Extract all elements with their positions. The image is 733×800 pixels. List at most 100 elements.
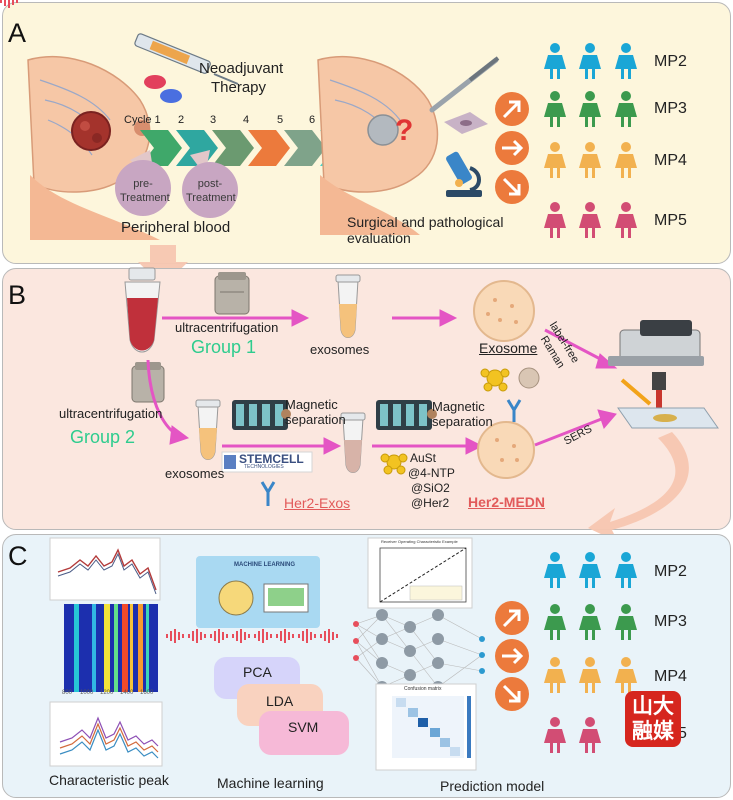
mp4-label-a: MP4 bbox=[654, 152, 687, 169]
machine-learning-label: Machine learning bbox=[217, 775, 324, 791]
stemcell-logo bbox=[221, 451, 313, 473]
stemcell-subtext: TECHNOLOGIES bbox=[244, 464, 284, 470]
cycle-label-1: Cycle 1 bbox=[124, 114, 161, 126]
magnetic-label-1: Magnetic bbox=[285, 397, 338, 412]
her2-exos-label: Her2-Exos bbox=[284, 495, 351, 511]
blood-drop-post bbox=[182, 150, 238, 218]
pca-label: PCA bbox=[243, 664, 272, 680]
logo-line-2: 融媒 bbox=[632, 719, 674, 743]
prediction-model-label: Prediction model bbox=[440, 778, 545, 794]
separation-label-2: separation bbox=[432, 414, 493, 429]
lda-label: LDA bbox=[266, 693, 294, 709]
neural-network-diagram bbox=[353, 609, 485, 693]
syringe-icon bbox=[134, 33, 239, 85]
therapy-label-1: Neoadjuvant bbox=[199, 60, 284, 77]
people-mp3-c bbox=[544, 604, 637, 640]
sio2-label: @SiO2 bbox=[411, 481, 450, 495]
machine-learning-banner bbox=[196, 556, 320, 628]
heat-tick-4: 1400 bbox=[120, 690, 134, 696]
post-treatment-label-1: post- bbox=[197, 178, 223, 190]
her2-tube-icon bbox=[340, 412, 366, 473]
cycle-label-3: 3 bbox=[210, 114, 217, 126]
stemcell-text: STEMCELL bbox=[239, 452, 304, 466]
nanostar-probe-icon bbox=[480, 367, 540, 392]
magnet-rack-icon-1 bbox=[232, 400, 291, 430]
exosome-tube-icon-2 bbox=[195, 399, 221, 460]
heat-tick-2: 1000 bbox=[80, 690, 94, 696]
mp5-label-a: MP5 bbox=[654, 212, 687, 229]
signal-waveform bbox=[0, 0, 338, 643]
heat-tick-1: 800 bbox=[62, 690, 73, 696]
mp4-label-c: MP4 bbox=[654, 668, 687, 685]
svg-text:?: ? bbox=[395, 114, 413, 147]
exosomes-label-1: exosomes bbox=[310, 342, 370, 357]
mp2-label-c: MP2 bbox=[654, 563, 687, 580]
curve-arrow-b-to-c bbox=[588, 432, 689, 542]
exosome-particle-2 bbox=[477, 421, 535, 479]
exosome-title: Exosome bbox=[479, 340, 538, 356]
peripheral-blood-label: Peripheral blood bbox=[121, 219, 231, 236]
characteristic-peak-label: Characteristic peak bbox=[49, 772, 169, 788]
spectrum-plot-1 bbox=[49, 537, 161, 601]
magnet-rack-icon-2 bbox=[376, 400, 437, 430]
her2-label: @Her2 bbox=[411, 496, 450, 510]
panel-b-label: B bbox=[8, 280, 27, 310]
machine-learning-banner-text: MACHINE LEARNING bbox=[234, 562, 295, 568]
blood-drop-pre bbox=[115, 150, 171, 216]
aust-label: AuSt bbox=[410, 451, 437, 465]
ntp-label: @4-NTP bbox=[408, 466, 455, 480]
panel-b bbox=[2, 268, 731, 530]
her2-medn-label: Her2-MEDN bbox=[468, 494, 546, 510]
tissue-slide-icon bbox=[444, 112, 488, 134]
raman-spectrometer-icon bbox=[608, 320, 704, 366]
outcome-arrows-c bbox=[495, 601, 529, 711]
confusion-matrix bbox=[375, 683, 477, 771]
heatmap-plot bbox=[64, 604, 158, 692]
group-2-label: Group 2 bbox=[70, 427, 136, 447]
blood-tube-icon bbox=[124, 267, 161, 353]
post-treatment-label-2: Treatment bbox=[186, 192, 236, 204]
confusion-matrix-title: Confusion matrix bbox=[404, 686, 442, 692]
exosome-particle-1 bbox=[473, 280, 535, 342]
mp2-label-a: MP2 bbox=[654, 53, 687, 70]
group-1-label: Group 1 bbox=[191, 337, 257, 357]
down-arrow-a-to-b bbox=[138, 245, 188, 286]
surgical-label-2: evaluation bbox=[347, 230, 411, 246]
pills-icon bbox=[144, 75, 182, 103]
separation-label-1: separation bbox=[285, 412, 346, 427]
logo-line-1: 山大 bbox=[632, 694, 674, 718]
centrifuge-icon-1 bbox=[214, 272, 250, 315]
nanostar-icon bbox=[380, 453, 408, 475]
roc-title: Receiver Operating Characteristic Exampl… bbox=[381, 539, 458, 544]
ultracentrifugation-label-2: ultracentrifugation bbox=[59, 406, 163, 421]
people-mp4-c bbox=[544, 657, 637, 693]
watermark-logo: 山大 融媒 bbox=[625, 691, 681, 747]
cycle-label-2: 2 bbox=[178, 114, 185, 126]
therapy-label-2: Therapy bbox=[211, 79, 267, 96]
surgical-label-1: Surgical and pathological bbox=[347, 214, 504, 230]
ultracentrifugation-label-1: ultracentrifugation bbox=[175, 320, 279, 335]
scalpel-icon bbox=[429, 56, 500, 113]
cycle-label-4: 4 bbox=[243, 114, 250, 126]
cycle-label-6: 6 bbox=[309, 114, 316, 126]
heat-tick-3: 1200 bbox=[100, 690, 114, 696]
cycle-label-5: 5 bbox=[277, 114, 284, 126]
mp3-label-a: MP3 bbox=[654, 100, 687, 117]
sers-probe-icon bbox=[617, 372, 719, 429]
magnetic-label-2: Magnetic bbox=[432, 399, 485, 414]
svm-label: SVM bbox=[288, 719, 319, 735]
svm-box bbox=[259, 711, 349, 755]
spectrum-plot-3 bbox=[49, 701, 163, 767]
heat-tick-5: 1600 bbox=[140, 690, 154, 696]
exosome-tube-icon-1 bbox=[335, 274, 361, 338]
outcome-arrows bbox=[495, 92, 529, 204]
roc-plot bbox=[367, 537, 473, 609]
mp3-label-c: MP3 bbox=[654, 613, 687, 630]
microscope-icon bbox=[446, 151, 482, 197]
pre-treatment-label-2: Treatment bbox=[120, 192, 170, 204]
panel-a-label: A bbox=[8, 18, 27, 48]
antibody-icon bbox=[260, 399, 522, 506]
exosomes-label-2: exosomes bbox=[165, 466, 225, 481]
